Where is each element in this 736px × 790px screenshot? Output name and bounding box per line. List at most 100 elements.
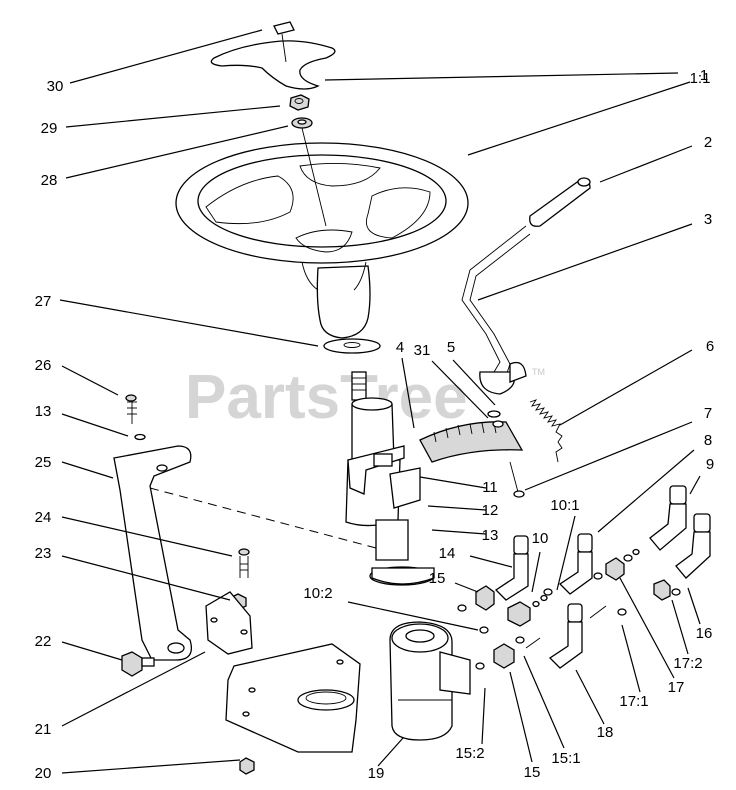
leader-c-31 xyxy=(431,360,489,419)
leader-c-21 xyxy=(61,651,206,727)
leader-c-11 xyxy=(419,476,487,489)
leader-c-28 xyxy=(65,125,289,179)
bracket-bolt xyxy=(125,394,137,424)
callout-c-15a: 15 xyxy=(429,570,446,587)
steering-cap xyxy=(210,21,336,90)
leader-c-30 xyxy=(69,29,263,84)
quadrant-screw xyxy=(509,461,525,498)
leader-c-19 xyxy=(377,737,404,767)
callout-c-2: 2 xyxy=(704,134,712,151)
leader-c-18 xyxy=(575,669,605,725)
callout-c-31: 31 xyxy=(414,342,431,359)
leader-c-15a xyxy=(454,582,479,593)
callout-c-7: 7 xyxy=(704,405,712,422)
steering-nut xyxy=(289,94,310,111)
leader-c-10-1 xyxy=(556,515,576,591)
leader-c-27 xyxy=(59,299,319,347)
callout-c-4: 4 xyxy=(396,339,404,356)
return-spring xyxy=(529,399,563,463)
leader-c-12 xyxy=(427,505,487,511)
leader-c-26 xyxy=(61,365,119,396)
leader-c-7 xyxy=(524,421,693,491)
callout-c-26: 26 xyxy=(35,357,52,374)
leader-c-20 xyxy=(61,759,241,774)
callout-c-15-1: 15:1 xyxy=(551,750,580,767)
callout-c-18: 18 xyxy=(597,724,614,741)
column-washer xyxy=(323,338,381,354)
leader-c-15-2 xyxy=(481,687,486,745)
lever-bolt xyxy=(487,410,504,428)
callout-c-10-2: 10:2 xyxy=(303,585,332,602)
quadrant-plate xyxy=(419,421,524,463)
leader-c-4 xyxy=(401,357,415,429)
callout-c-21: 21 xyxy=(35,721,52,738)
leader-c-10-2 xyxy=(347,601,479,631)
callout-c-19: 19 xyxy=(368,765,385,782)
leader-c-23 xyxy=(61,555,231,601)
mount-bracket xyxy=(113,445,193,661)
callout-c-16: 16 xyxy=(696,625,713,642)
leader-c-17-2 xyxy=(671,599,689,655)
leader-c-17-1 xyxy=(621,624,641,693)
leader-c-9 xyxy=(689,475,701,495)
leader-c-29 xyxy=(65,105,281,128)
callout-c-1-1: 1:1 xyxy=(690,70,711,87)
leader-c-16 xyxy=(687,587,701,625)
watermark-trademark: TM xyxy=(532,367,545,377)
leader-c-6 xyxy=(559,349,693,426)
leader-c-1 xyxy=(467,81,691,156)
leader-c-15-1 xyxy=(523,655,565,749)
steering-valve xyxy=(389,621,471,741)
bracket-washer xyxy=(134,433,146,441)
leader-c-5 xyxy=(452,359,496,406)
callout-c-15b: 15 xyxy=(524,764,541,781)
callout-c-10-1: 10:1 xyxy=(550,497,579,514)
callout-c-28: 28 xyxy=(41,172,58,189)
leader-c-13b xyxy=(431,529,487,535)
callout-leaders xyxy=(59,29,701,774)
hydro-lever xyxy=(461,225,531,395)
leader-c-1-1 xyxy=(324,72,679,81)
callout-c-9: 9 xyxy=(706,456,714,473)
callout-c-6: 6 xyxy=(706,338,714,355)
callout-c-13a: 13 xyxy=(35,403,52,420)
callout-c-27: 27 xyxy=(35,293,52,310)
callout-c-14: 14 xyxy=(439,545,456,562)
plate-nut-bottom xyxy=(239,757,255,775)
callout-c-17: 17 xyxy=(668,679,685,696)
leader-c-22 xyxy=(61,641,123,661)
leader-c-24 xyxy=(61,516,233,557)
column-bracket xyxy=(347,445,421,509)
callout-c-29: 29 xyxy=(41,120,58,137)
callout-c-22: 22 xyxy=(35,633,52,650)
callout-c-10: 10 xyxy=(532,530,549,547)
hydraulic-fittings xyxy=(457,485,711,670)
pivot-bolt xyxy=(121,651,155,677)
callout-c-11: 11 xyxy=(482,479,498,496)
leader-c-25 xyxy=(61,461,114,479)
callout-c-17-1: 17:1 xyxy=(619,693,648,710)
steering-wheel xyxy=(175,127,469,339)
callout-c-17-2: 17:2 xyxy=(673,655,702,672)
plate-bolt xyxy=(238,548,250,578)
callout-c-3: 3 xyxy=(704,211,712,228)
leader-c-8 xyxy=(597,449,695,533)
callout-c-8: 8 xyxy=(704,432,712,449)
leader-c-2 xyxy=(599,145,693,183)
callout-c-13b: 13 xyxy=(482,527,499,544)
callout-c-30: 30 xyxy=(47,78,64,95)
callout-c-20: 20 xyxy=(35,765,52,782)
leader-c-14 xyxy=(469,555,513,568)
leader-c-3 xyxy=(477,223,693,301)
steering-washer xyxy=(291,117,313,129)
callout-c-15-2: 15:2 xyxy=(455,745,484,762)
callout-c-12: 12 xyxy=(482,502,499,519)
callout-c-23: 23 xyxy=(35,545,52,562)
callout-c-25: 25 xyxy=(35,454,52,471)
lever-grip xyxy=(529,177,591,227)
leader-c-13a xyxy=(61,413,129,437)
angle-bracket xyxy=(205,591,253,655)
